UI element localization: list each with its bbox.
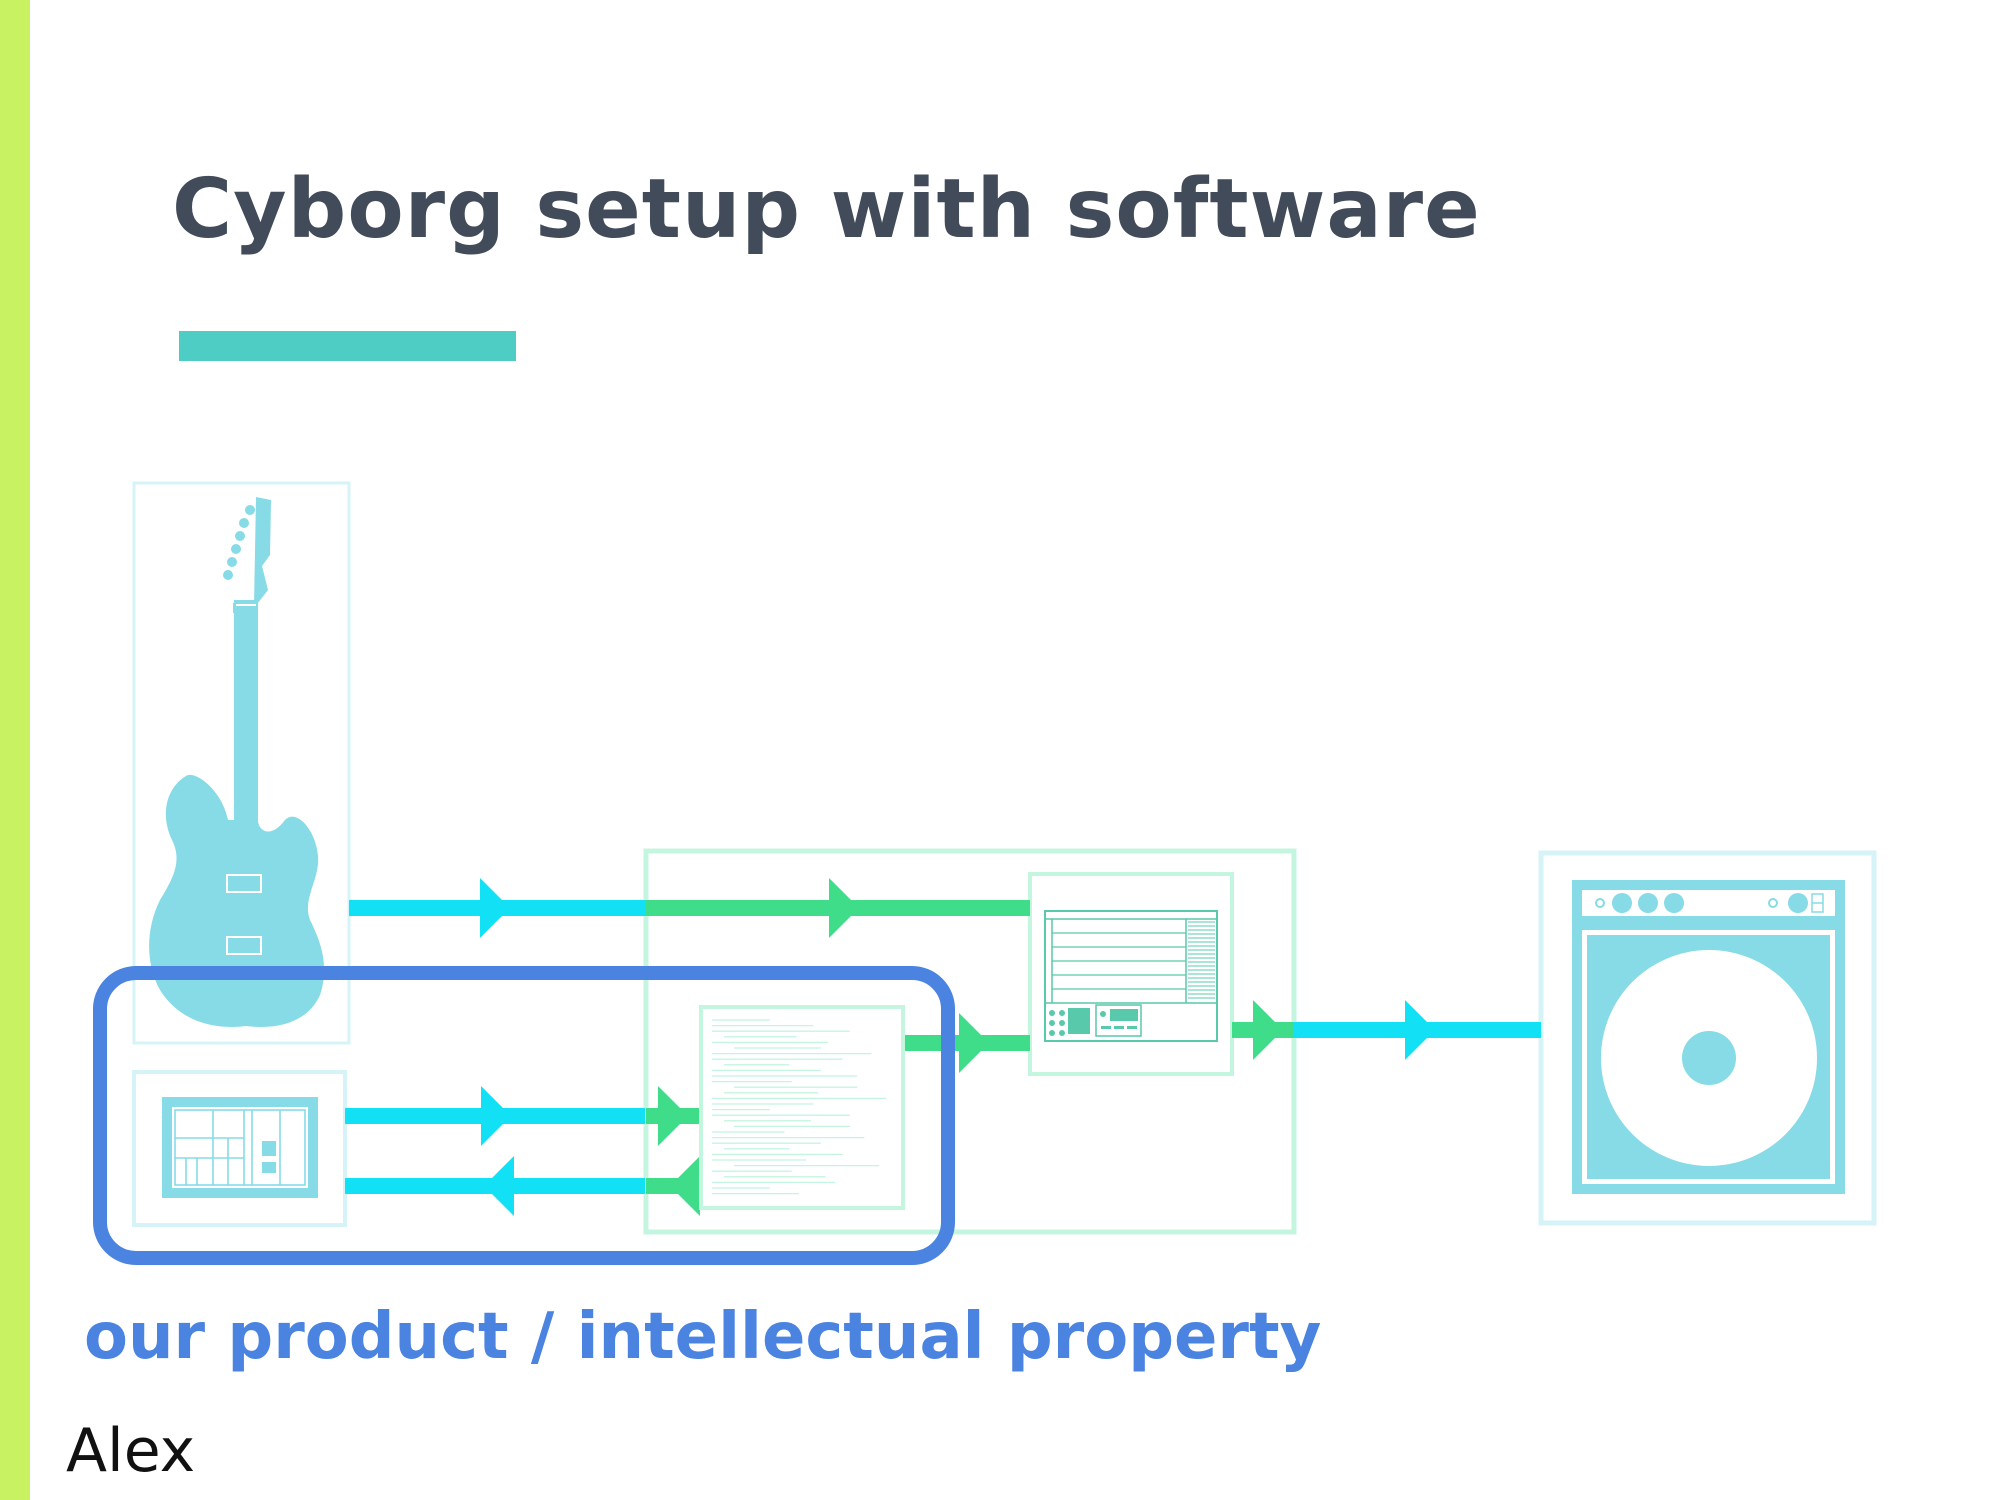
author-name: Alex [66, 1416, 196, 1486]
arrow-right-icon [480, 878, 510, 938]
electric-guitar-icon [149, 497, 325, 1027]
arrow-left-icon [670, 1156, 700, 1216]
guitar-amplifier-icon [1572, 880, 1845, 1194]
arrow-right-icon [658, 1086, 688, 1146]
arrow-right-icon [1253, 1000, 1283, 1060]
arrow-right-icon [829, 878, 859, 938]
software-panel [643, 848, 1297, 1235]
arrow-right-icon [1405, 1000, 1435, 1060]
slide-title: Cyborg setup with software [172, 162, 1481, 257]
controller-panel [132, 1070, 347, 1227]
guitar-panel [132, 481, 351, 1045]
side-accent-bar [0, 0, 30, 1500]
title-underline [179, 331, 516, 361]
synth-panel [1028, 872, 1234, 1076]
code-listing-icon [699, 1005, 905, 1210]
arrow-left-icon [484, 1156, 514, 1216]
tablet-controller-icon [162, 1097, 318, 1198]
synthesizer-app-icon [1044, 910, 1218, 1042]
arrow-right-icon [959, 1013, 989, 1073]
product-caption: our product / intellectual property [84, 1300, 1322, 1374]
arrow-right-icon [481, 1086, 511, 1146]
product-highlight-box [93, 966, 955, 1265]
